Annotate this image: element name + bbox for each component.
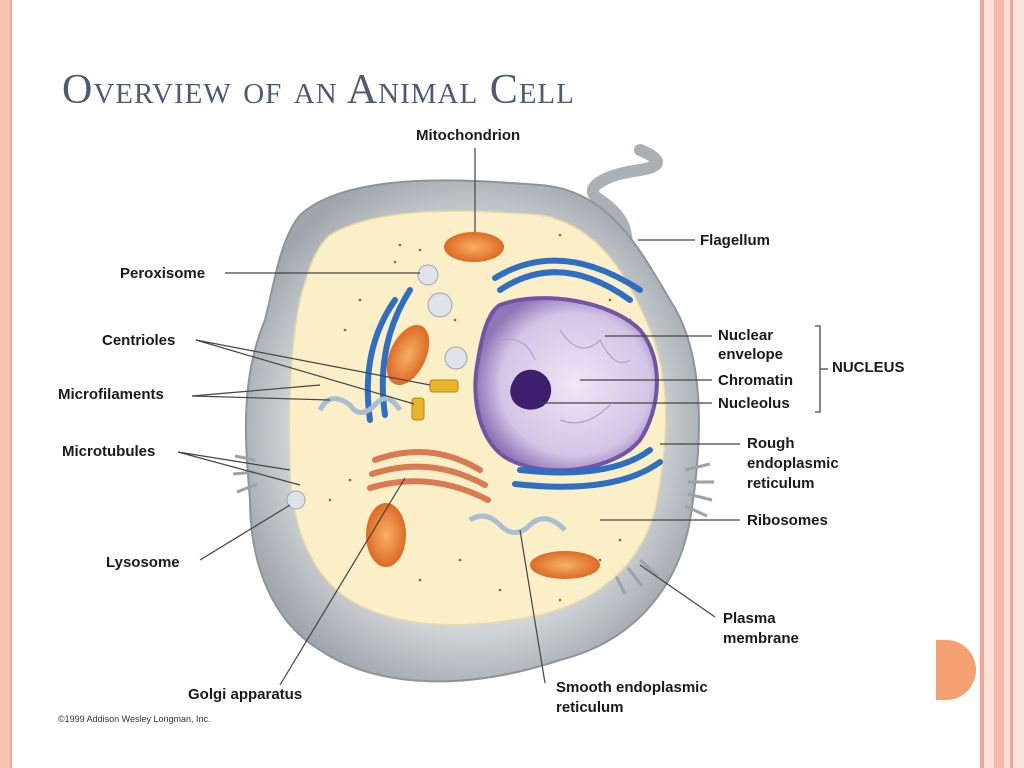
nucleus-bracket — [815, 325, 828, 413]
label-nuclear-envelope-line1: Nuclear — [718, 327, 774, 344]
chromatin-strands — [499, 329, 631, 424]
label-centrioles: Centrioles — [102, 332, 176, 349]
label-nucleolus: Nucleolus — [718, 395, 790, 412]
mitochondrion — [530, 551, 600, 579]
label-plasma-membrane-line2: membrane — [723, 630, 799, 647]
label-mitochondrion: Mitochondrion — [416, 127, 521, 144]
nucleus — [473, 296, 659, 473]
slide-corner-tab — [936, 640, 976, 700]
border-stripe — [980, 0, 984, 768]
label-golgi-apparatus: Golgi apparatus — [188, 686, 303, 703]
left-border-decoration — [0, 0, 12, 768]
mitochondrion — [444, 232, 504, 262]
leader-lines — [177, 148, 740, 686]
label-flagellum: Flagellum — [700, 232, 771, 249]
label-smooth-er-line1: Smooth endoplasmic — [556, 679, 708, 696]
border-stripe — [1010, 0, 1013, 768]
label-nuclear-envelope-line2: envelope — [718, 346, 784, 363]
label-rough-er-line2: endoplasmic — [747, 455, 839, 472]
vesicle — [427, 292, 453, 318]
right-border-decoration — [980, 0, 1024, 768]
peroxisome — [417, 264, 439, 286]
border-stripe — [994, 0, 1004, 768]
label-peroxisome: Peroxisome — [120, 265, 206, 282]
smooth-er — [317, 396, 567, 535]
label-rough-er-line3: reticulum — [747, 475, 815, 492]
label-rough-er-line1: Rough — [747, 435, 795, 452]
slide-title: Overview of an Animal Cell — [62, 67, 575, 113]
nucleolus — [510, 369, 552, 410]
label-nucleus: NUCLEUS — [832, 359, 905, 376]
centrioles — [411, 379, 459, 421]
copyright-notice: ©1999 Addison Wesley Longman, Inc. — [58, 714, 211, 724]
golgi-apparatus — [367, 449, 491, 503]
mitochondrion — [366, 503, 406, 567]
label-microfilaments: Microfilaments — [58, 386, 164, 403]
vesicle — [444, 346, 468, 370]
label-microtubules: Microtubules — [62, 443, 156, 460]
label-lysosome: Lysosome — [106, 554, 180, 571]
label-smooth-er-line2: reticulum — [556, 699, 624, 716]
label-plasma-membrane-line1: Plasma — [723, 610, 776, 627]
label-chromatin: Chromatin — [718, 372, 793, 389]
lysosome — [286, 490, 306, 510]
mitochondrion — [386, 325, 430, 385]
label-ribosomes: Ribosomes — [747, 512, 828, 529]
